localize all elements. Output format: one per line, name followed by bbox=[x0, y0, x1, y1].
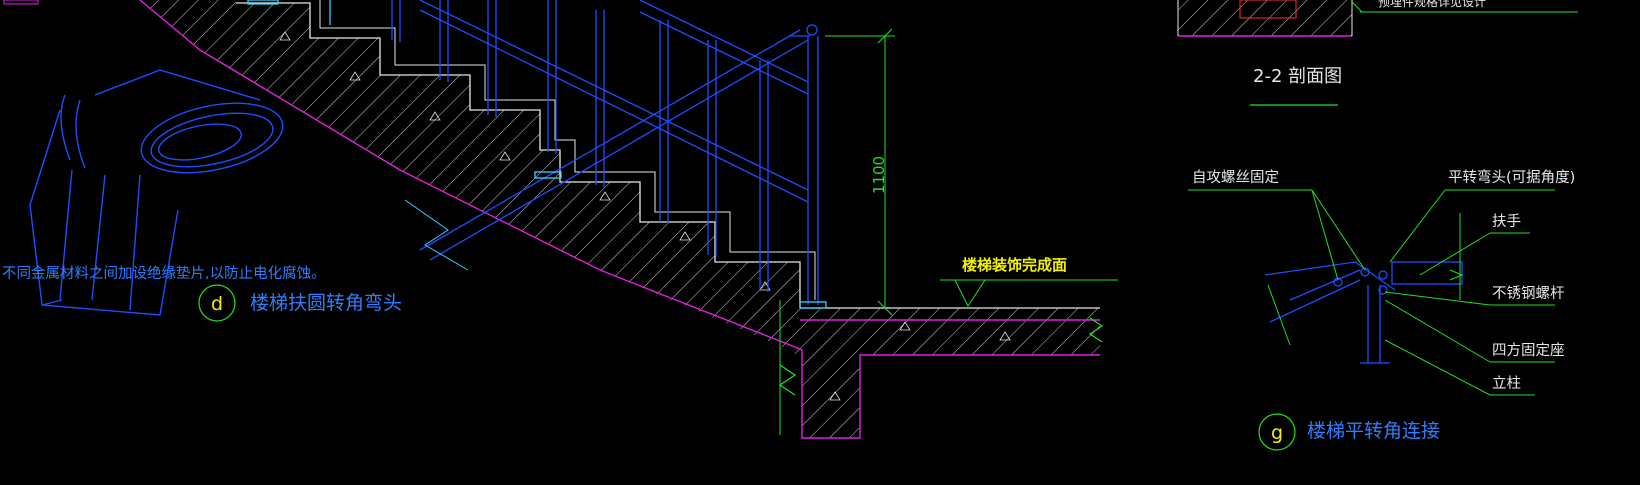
stair-soffit-line bbox=[139, 0, 1100, 439]
landing-break-line bbox=[1088, 317, 1104, 343]
dimension-1100 bbox=[825, 28, 895, 316]
label-stainless-bolt: 不锈钢螺杆 bbox=[1492, 285, 1565, 302]
detail-g-drawing bbox=[1188, 189, 1555, 396]
stair-step-outline bbox=[236, 2, 801, 308]
section-cut-marker bbox=[404, 199, 469, 271]
detail-d-drawing bbox=[29, 69, 284, 316]
section-2-2-title: 2-2 剖面图 bbox=[1253, 66, 1342, 87]
label-square-base: 四方固定座 bbox=[1492, 342, 1565, 359]
detail-d-marker: d bbox=[198, 284, 236, 322]
label-post: 立柱 bbox=[1492, 375, 1521, 392]
floor-finish-callout bbox=[940, 279, 1118, 308]
label-handrail: 扶手 bbox=[1492, 213, 1521, 230]
label-self-tapping-screw: 自攻螺丝固定 bbox=[1192, 169, 1279, 186]
insulation-note: 不同金属材料之间加设绝缘垫片,以防止电化腐蚀。 bbox=[2, 264, 326, 282]
handrail-line-bottom bbox=[419, 9, 809, 203]
detail-d-title: 楼梯扶圆转角弯头 bbox=[250, 292, 402, 314]
detail-g-letter: g bbox=[1271, 422, 1283, 444]
dimension-1100-label: 1100 bbox=[870, 156, 888, 194]
stair-section bbox=[139, 0, 1104, 439]
floor-finish-label: 楼梯装饰完成面 bbox=[962, 256, 1067, 274]
label-flat-bend-head: 平转弯头(可据角度) bbox=[1448, 169, 1575, 186]
detail-g-title: 楼梯平转角连接 bbox=[1307, 420, 1440, 442]
lower-break-line bbox=[778, 364, 797, 396]
detail-g-marker: g bbox=[1258, 413, 1296, 451]
section-top-note: 预埋件规格详见设计 bbox=[1378, 0, 1486, 9]
handrail-line-top bbox=[419, 0, 809, 191]
stair-concrete-body bbox=[140, 0, 1100, 438]
section-2-2-drawing bbox=[1177, 0, 1578, 37]
detail-d-letter: d bbox=[211, 293, 223, 315]
post-bases bbox=[247, 0, 827, 309]
railing bbox=[329, 0, 819, 305]
stair-finish-line bbox=[319, 0, 816, 300]
top-left-mark bbox=[3, 0, 39, 5]
